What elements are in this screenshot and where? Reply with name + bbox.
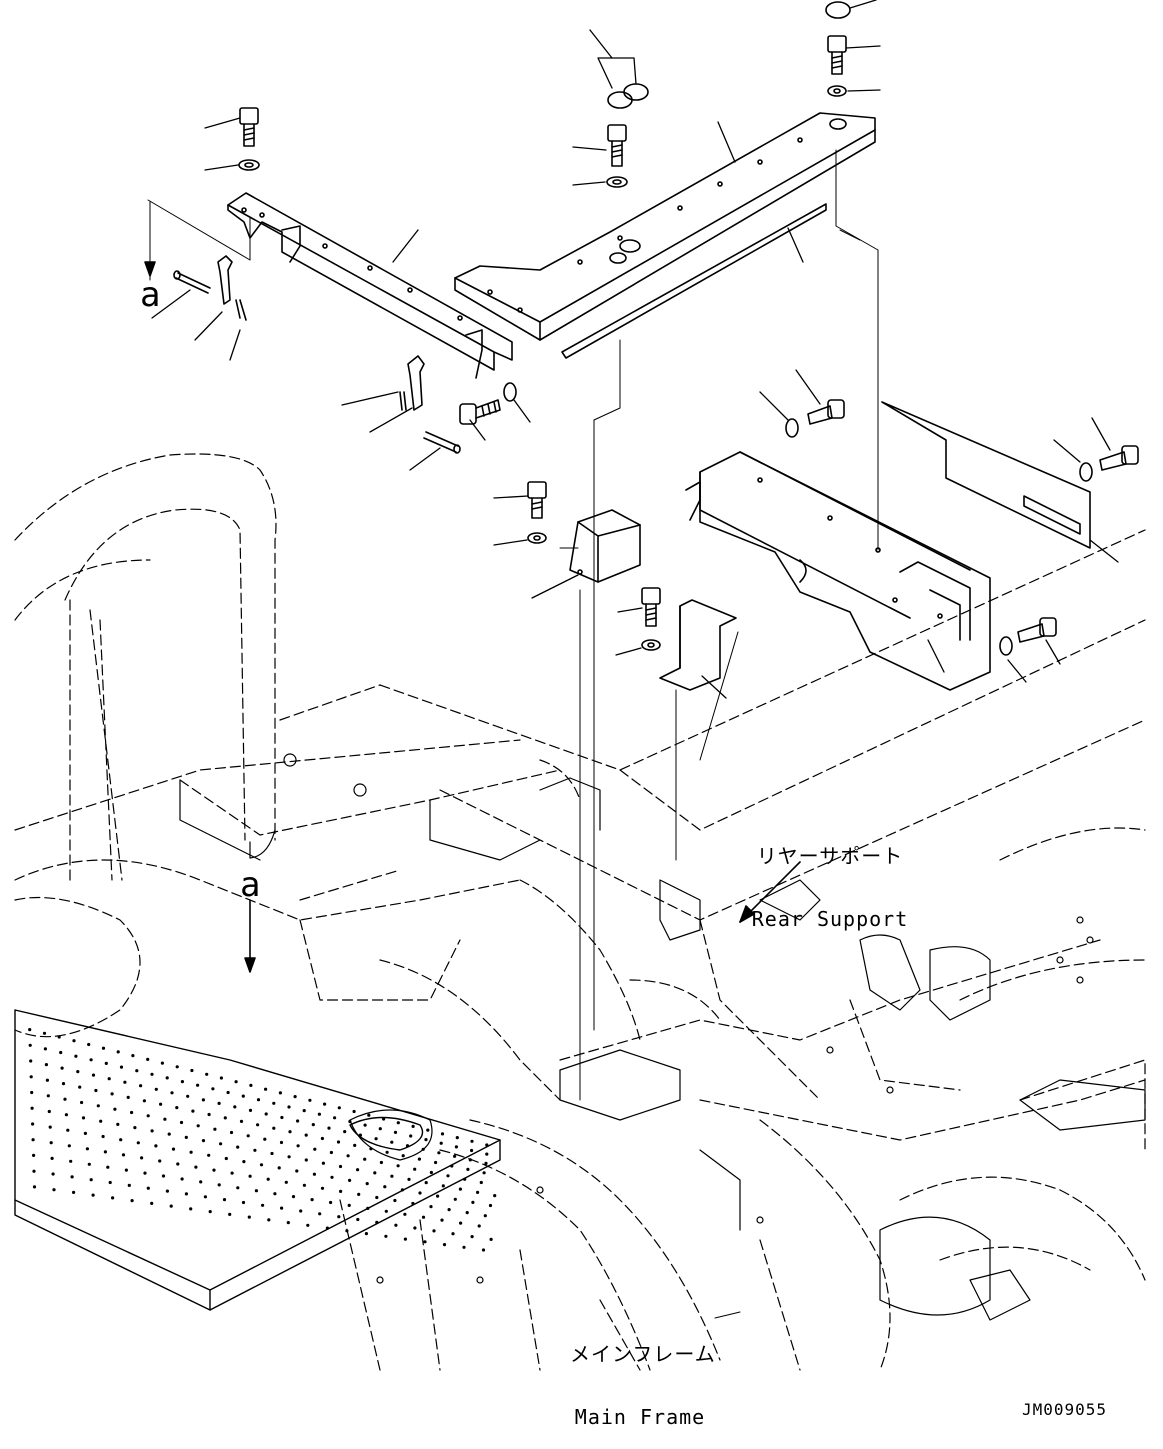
- cover-plate: [881, 401, 1091, 549]
- main-frame-label-jp: メインフレーム: [570, 1342, 716, 1366]
- main-frame-label: メインフレーム Main Frame: [570, 1302, 716, 1449]
- guide-lines: [147, 149, 879, 1101]
- lock-lever-icon-2: [399, 355, 425, 411]
- view-reference-top: a: [140, 275, 161, 315]
- rear-support-label-jp: リヤーサポート: [756, 844, 904, 868]
- view-reference-bottom: a: [240, 865, 261, 905]
- bolt-icon-7: [999, 617, 1057, 656]
- bolt-icon-4: [827, 35, 847, 97]
- arrow-icon: [144, 261, 256, 973]
- rear-support-label-en: Rear Support: [751, 907, 909, 931]
- bolt-icon-2: [459, 382, 517, 425]
- drawing-number: JM009055: [1022, 1400, 1108, 1419]
- bolt-icon-5: [785, 399, 845, 438]
- right-support-bracket: [685, 451, 991, 691]
- seal-strip: [561, 203, 827, 359]
- main-frame-label-en: Main Frame: [574, 1405, 706, 1429]
- top-beam: [454, 112, 876, 341]
- main-frame-pointer: [714, 1311, 741, 1319]
- main-frame-outline: [14, 453, 1146, 1371]
- left-beam-bracket: [227, 192, 513, 379]
- small-bracket-2: [659, 599, 737, 691]
- rear-support-label: リヤーサポート Rear Support: [750, 804, 910, 951]
- bolt-icon-9: [641, 587, 661, 651]
- rear-support-pointer: [739, 861, 801, 923]
- bolt-icon-3: [606, 124, 628, 188]
- cap-icon: [607, 1, 851, 109]
- bolt-icon: [239, 107, 259, 147]
- small-bracket-1: [569, 509, 641, 583]
- floor-plate-perforations: [28, 1028, 497, 1252]
- pin-icon: [173, 270, 211, 294]
- frame-detail: [179, 753, 1146, 1321]
- washer-icon: [238, 159, 260, 171]
- leader-lines: [151, 0, 1119, 699]
- lock-lever-icon: [217, 255, 247, 321]
- bolt-icon-6: [1079, 445, 1139, 482]
- pin-icon-2: [423, 431, 461, 454]
- bolt-icon-8: [527, 481, 547, 544]
- floor-plate: [14, 1009, 501, 1311]
